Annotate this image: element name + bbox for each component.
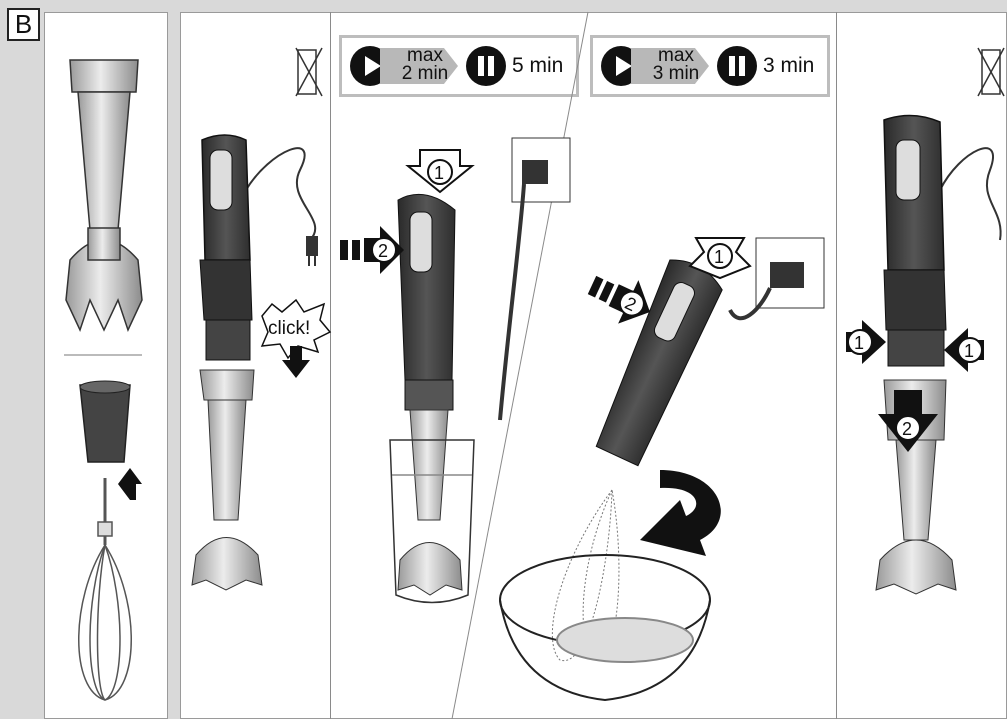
section-badge: B: [7, 8, 40, 41]
max-duration: max 2 min: [400, 47, 450, 83]
max-duration: max 3 min: [651, 47, 701, 83]
timing-box-step3: max 3 min 3 min: [590, 35, 830, 97]
panel-divider-1: [330, 12, 331, 719]
max-value: 2 min: [400, 65, 450, 83]
panel-divider-4: [836, 12, 837, 719]
pause-duration: 3 min: [763, 54, 814, 78]
instructions-panel: [180, 12, 1007, 719]
max-value: 3 min: [651, 65, 701, 83]
pause-duration: 5 min: [512, 54, 563, 78]
pause-icon: [466, 46, 506, 86]
timing-box-step2: max 2 min 5 min: [339, 35, 579, 97]
pause-icon: [717, 46, 757, 86]
parts-panel: [44, 12, 168, 719]
